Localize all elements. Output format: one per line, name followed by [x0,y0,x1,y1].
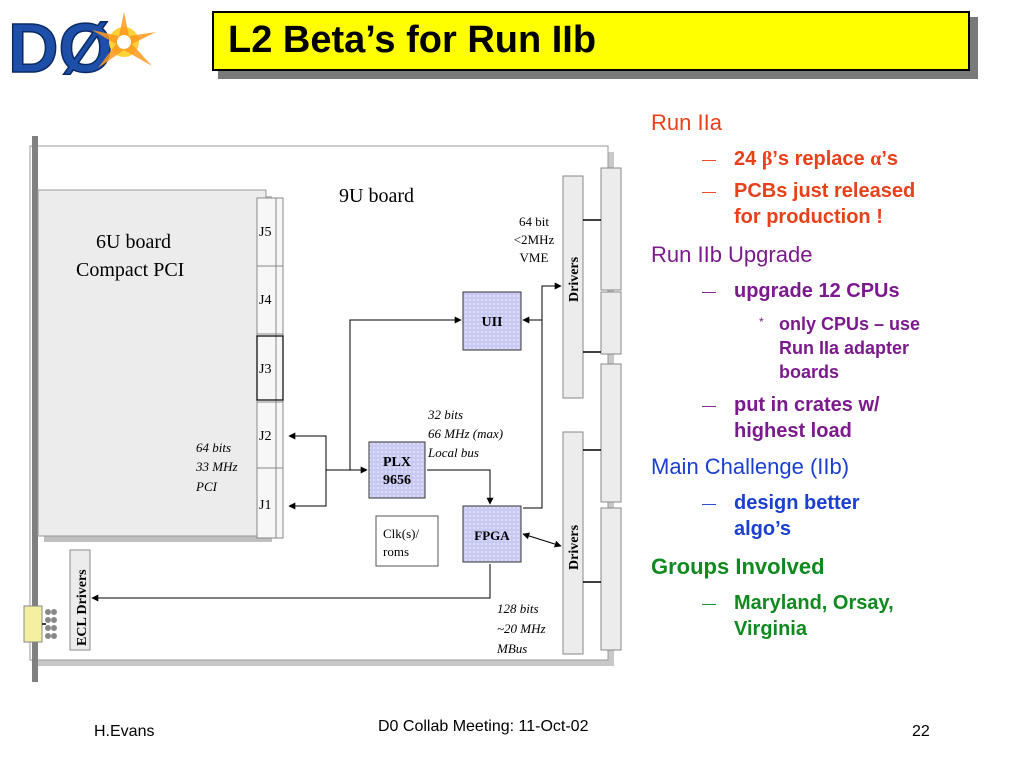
mbus-label-2: ~20 MHz [497,621,546,636]
board-9u-label: 9U board [339,185,414,207]
sub-bullet-only-cpus: * only CPUs – use Run IIa adapter boards [759,312,921,384]
mbus-label-3: MBus [496,641,527,656]
plx-block [368,441,426,499]
board-diagram: J5 J4 J3 J2 J1 9U board 6U board Compact… [23,136,622,682]
sub-bullet-line: only CPUs – use [779,314,921,334]
heading-main-challenge: Main Challenge (IIb) [651,454,850,479]
board-6u-sublabel: Compact PCI [76,259,184,281]
fpga-to-drivers-top-link [523,286,543,509]
bullet-text-line: PCBs just released [734,180,916,202]
connector-j3 [256,335,284,401]
pci-label-1: 64 bits [196,440,231,455]
backplane-connector-4 [600,507,622,651]
mbus-label-1: 128 bits [497,601,539,616]
drivers-top-block [562,175,584,399]
vme-label-3: VME [520,250,549,265]
plx-label-1: PLX [383,455,411,470]
ecl-drivers-label: ECL Drivers [75,569,90,646]
uii-block [462,291,522,351]
sub-bullet-line: Run IIa adapter [779,338,910,358]
alpha-symbol: α [870,148,882,170]
clk-label-1: Clk(s)/ [383,526,420,541]
fpga-to-drivers-bottom-link [522,532,562,548]
dash-icon: — [702,151,716,167]
clk-label-2: roms [383,544,409,559]
footer-page-number: 22 [912,723,930,740]
pci-label-3: PCI [195,479,218,494]
front-panel [32,136,38,682]
local-bus-label-2: 66 MHz (max) [428,426,503,441]
bullet-text-line: Maryland, Orsay, [734,592,894,614]
sub-bullet-line: boards [779,362,840,382]
fpga-label: FPGA [474,528,510,543]
mbus-to-ecl-link [91,564,491,602]
star-icon: * [759,315,764,329]
bullet-text-line: design better [734,492,860,514]
uii-label: UII [481,315,502,330]
plx-label-2: 9656 [383,473,411,488]
dash-icon: — [702,495,716,511]
pci-bus-link [288,432,327,510]
connector-j3-label: J3 [259,362,271,377]
backplane-connector-2 [600,291,622,355]
logo-core-icon [117,35,131,49]
plx-to-uii-link [349,316,462,470]
heading-groups-involved: Groups Involved [651,554,825,579]
heading-run-2a: Run IIa [651,110,722,135]
local-bus-label-3: Local bus [427,445,479,460]
bullet-pcbs-released: — PCBs just released for production ! [702,178,916,230]
drivers-bottom-label: Drivers [567,524,582,570]
heading-run-2b-upgrade: Run IIb Upgrade [651,242,813,267]
d0-logo: DØ [7,10,156,80]
fpga-block [462,505,522,563]
connector-j2-label: J2 [259,429,271,444]
ecl-drivers-block [69,549,91,651]
bullet-text-line: for production ! [734,206,883,228]
drivers-top-label: Drivers [567,256,582,302]
footer-author: H.Evans [94,723,155,740]
bullet-betas-replace-alphas: — 24 β’s replace α’s [702,146,899,172]
local-bus-label-1: 32 bits [427,407,463,422]
dash-icon: — [702,397,716,413]
title-box: L2 Beta’s for Run IIb [212,11,970,71]
bullet-text-line: Virginia [734,618,807,640]
plx-to-fpga-link [427,469,494,505]
beta-symbol: β [761,148,773,170]
slide-title: L2 Beta’s for Run IIb [228,19,597,61]
dash-icon: — [702,183,716,199]
clk-roms-block [375,515,439,567]
backplane-connector-3 [600,363,622,503]
connector-j4-label: J4 [259,293,271,308]
vme-label-2: <2MHz [514,232,555,247]
connector-j1-label: J1 [259,498,271,513]
connector-j5-label: J5 [259,225,271,240]
bullet-text: 24 [734,148,762,170]
bullet-text: upgrade 12 CPUs [734,280,900,302]
bullet-put-in-crates: — put in crates w/ highest load [702,392,880,444]
bullet-groups-list: — Maryland, Orsay, Virginia [702,590,894,642]
board-6u [37,189,267,537]
bullet-text: ’s [881,148,899,170]
bullet-upgrade-cpus: — upgrade 12 CPUs [702,278,900,304]
pci-label-2: 33 MHz [195,459,238,474]
dash-icon: — [702,283,716,299]
footer-meeting: D0 Collab Meeting: 11-Oct-02 [378,718,589,735]
logo-text: DØ [8,10,113,80]
vme-label-1: 64 bit [519,214,549,229]
backplane-connector-1 [600,167,622,291]
dash-icon: — [702,595,716,611]
bullet-text-line: put in crates w/ [734,394,880,416]
ecl-connector-pins [45,609,57,639]
drivers-bottom-block [562,431,584,655]
bullet-design-better-algos: — design better algo’s [702,490,860,542]
bullet-text-line: highest load [734,420,852,442]
board-6u-label: 6U board [96,231,171,253]
ecl-connector [23,605,43,643]
bullet-text-line: algo’s [734,518,792,540]
bullet-text: ’s replace [772,148,871,170]
